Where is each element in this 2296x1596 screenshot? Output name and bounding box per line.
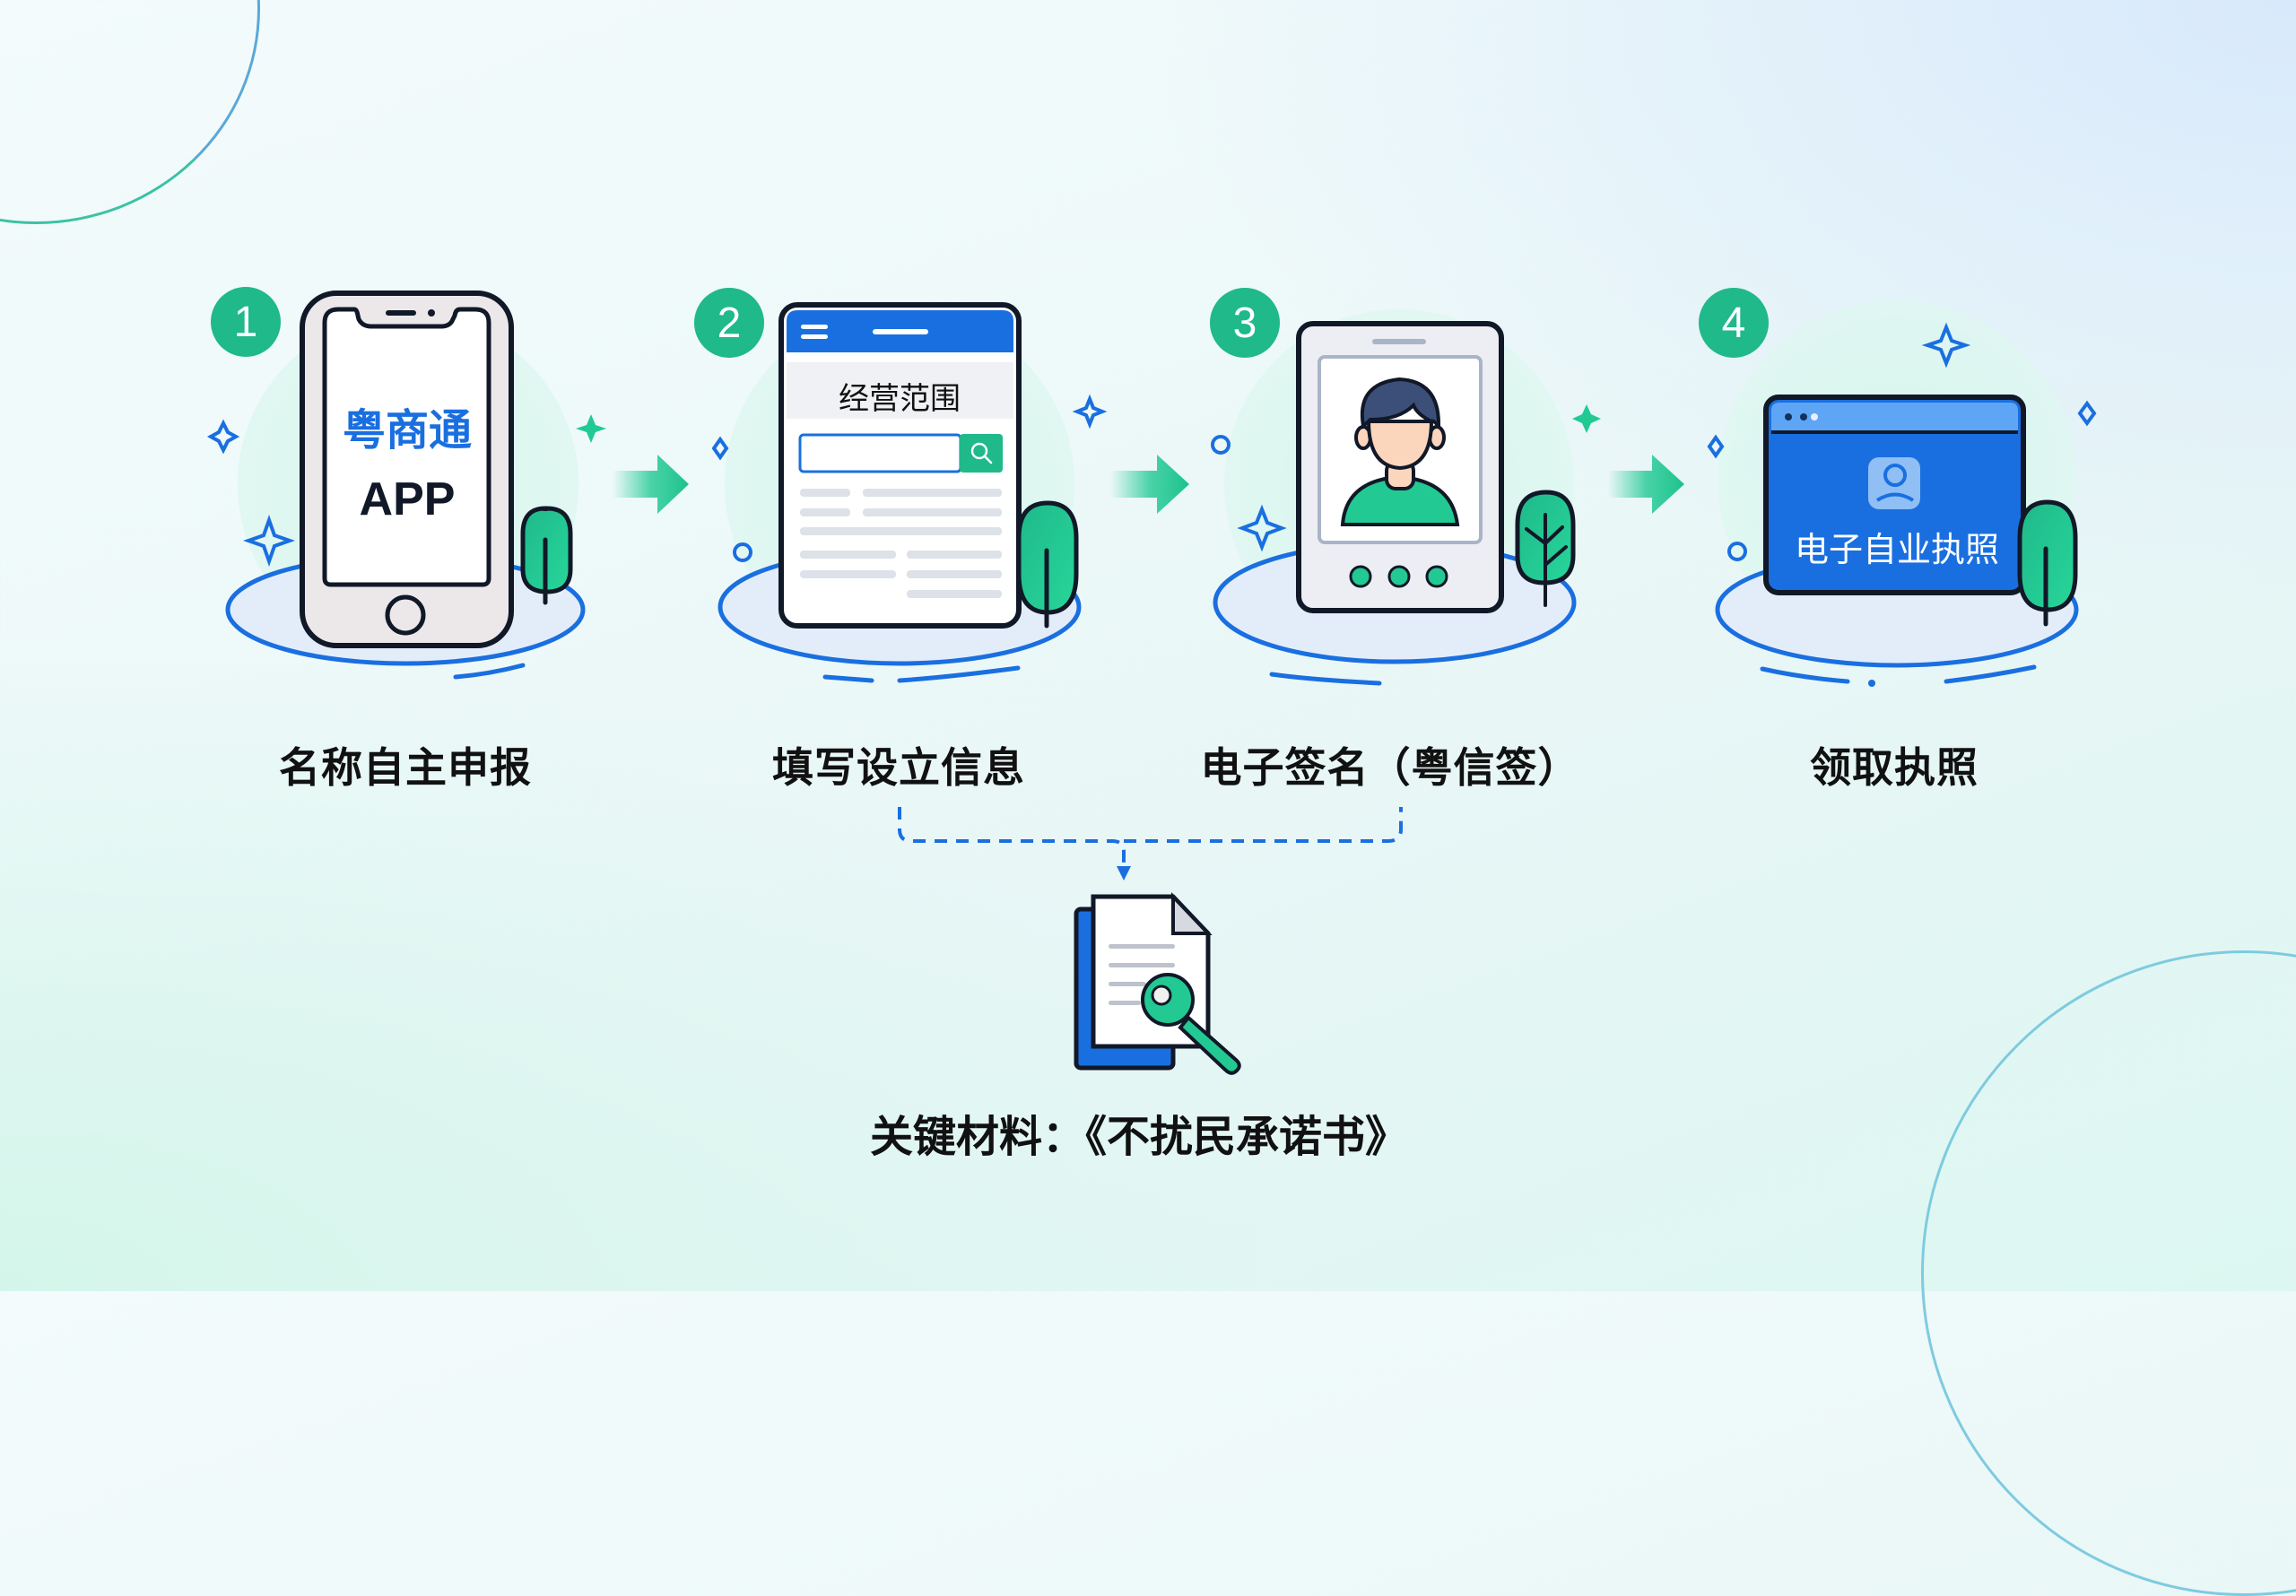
license-window-title: 电子自业执照 [1794,530,2000,569]
step-2-badge: 2 [694,288,764,358]
step-2-illustration [711,302,1108,683]
step-3-label: 电子签名（粤信签） [1200,743,1580,792]
background-glow-bottom-left [0,664,1256,1291]
step-4-label: 领取执照 [1810,743,1979,792]
form-section-title: 经营范围 [839,381,961,417]
step-1-badge: 1 [211,287,281,357]
key-material-connector [898,807,1403,868]
document-magnifier-icon [1074,891,1241,1075]
flow-arrow-2 [1110,455,1189,514]
key-material-label: 关键材料：《不扰民承诺书》 [869,1112,1409,1162]
step-2-label: 填写设立信息 [772,743,1025,792]
diagram-illustrations [206,291,2097,1075]
step-3-illustration [1211,309,1601,686]
step-4-badge: 4 [1699,288,1769,358]
flow-arrow-1 [613,455,689,514]
connector-arrowhead [1117,866,1131,880]
step-4-illustration [1707,300,2097,687]
phone-screen-subtitle: APP [359,473,456,525]
step-1-label: 名称自主申报 [279,743,532,792]
step-1-illustration [206,291,606,680]
step-3-badge: 3 [1210,288,1280,358]
phone-screen-title: 粤商通 [342,405,473,455]
flow-arrow-3 [1608,455,1684,514]
